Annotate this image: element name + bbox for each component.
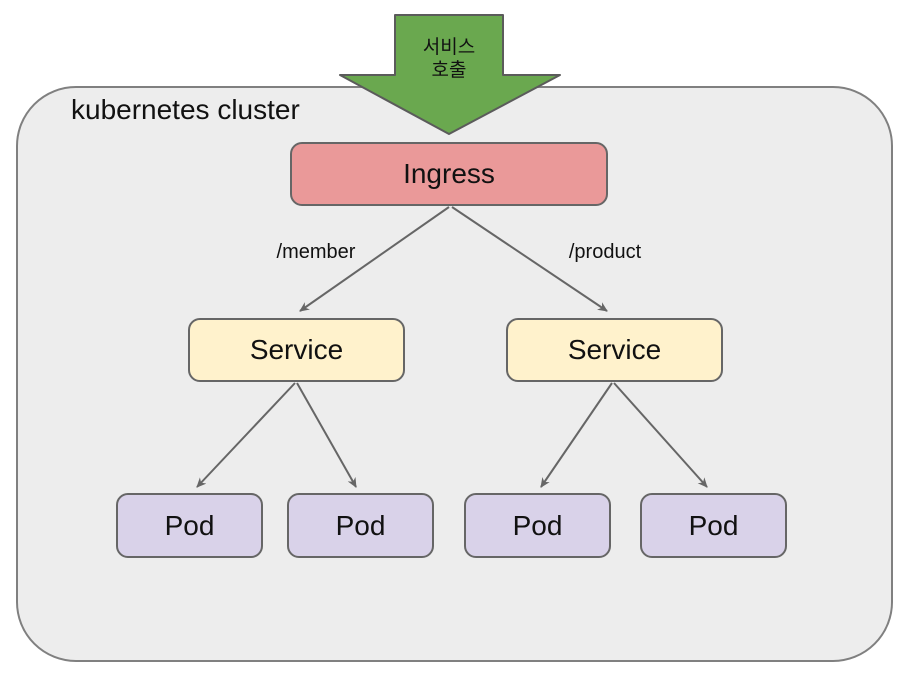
pod-node-1: Pod	[116, 493, 263, 558]
pod-node-label: Pod	[688, 509, 739, 541]
pod-node-2: Pod	[287, 493, 434, 558]
pod-node-label: Pod	[335, 509, 386, 541]
route-label-member: /member	[276, 241, 356, 263]
service-call-label: 서비스 호출	[395, 36, 503, 82]
route-label-product: /product	[568, 241, 642, 263]
service-node-product: Service	[506, 318, 723, 382]
pod-node-4: Pod	[640, 493, 787, 558]
ingress-node: Ingress	[290, 142, 608, 206]
service-call-label-line2: 호출	[431, 60, 467, 81]
service-node-label: Service	[249, 334, 344, 365]
service-node-label: Service	[567, 334, 662, 365]
pod-node-label: Pod	[512, 509, 563, 541]
service-call-label-line1: 서비스	[422, 37, 476, 58]
pod-node-3: Pod	[464, 493, 611, 558]
cluster-title: kubernetes cluster	[71, 94, 300, 125]
service-node-member: Service	[188, 318, 405, 382]
pod-node-label: Pod	[164, 509, 215, 541]
ingress-node-label: Ingress	[403, 158, 495, 189]
